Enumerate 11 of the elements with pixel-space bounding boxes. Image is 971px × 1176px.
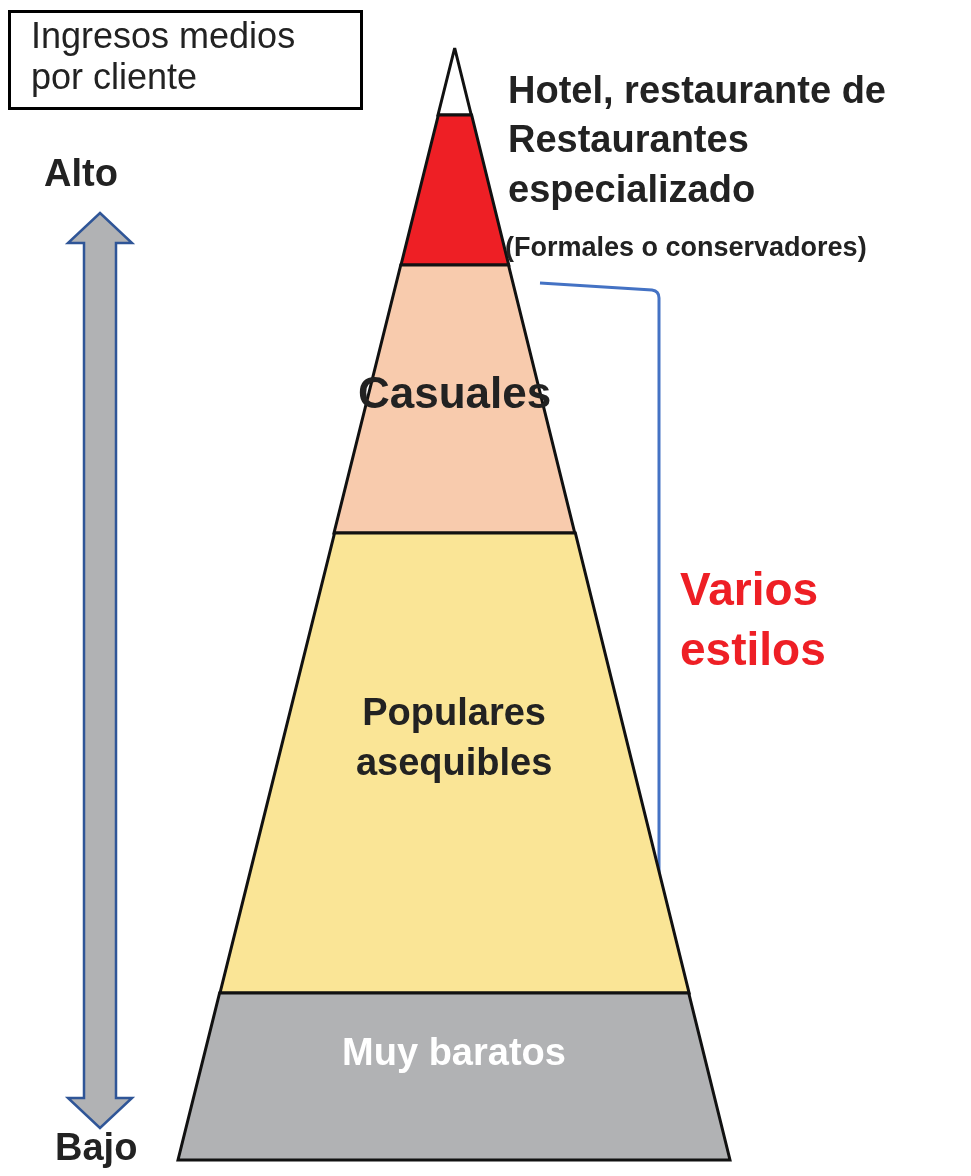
band-caption: Hotel, restaurante de Restaurantes especializado: [508, 68, 887, 212]
pyramid-tip: [438, 48, 472, 115]
bracket-label: Varios estilos: [680, 562, 827, 677]
band-caption: (Formales o conservadores): [505, 231, 868, 264]
scale-label: Bajo: [55, 1126, 138, 1169]
pyramid-base: [178, 993, 730, 1160]
band-label: Populares asequibles: [354, 690, 554, 785]
band-label: Muy baratos: [341, 1030, 567, 1076]
pyramid-band: [334, 265, 575, 533]
legend-box: Ingresos medios por cliente: [8, 10, 363, 110]
scale-label: Alto: [44, 152, 118, 195]
